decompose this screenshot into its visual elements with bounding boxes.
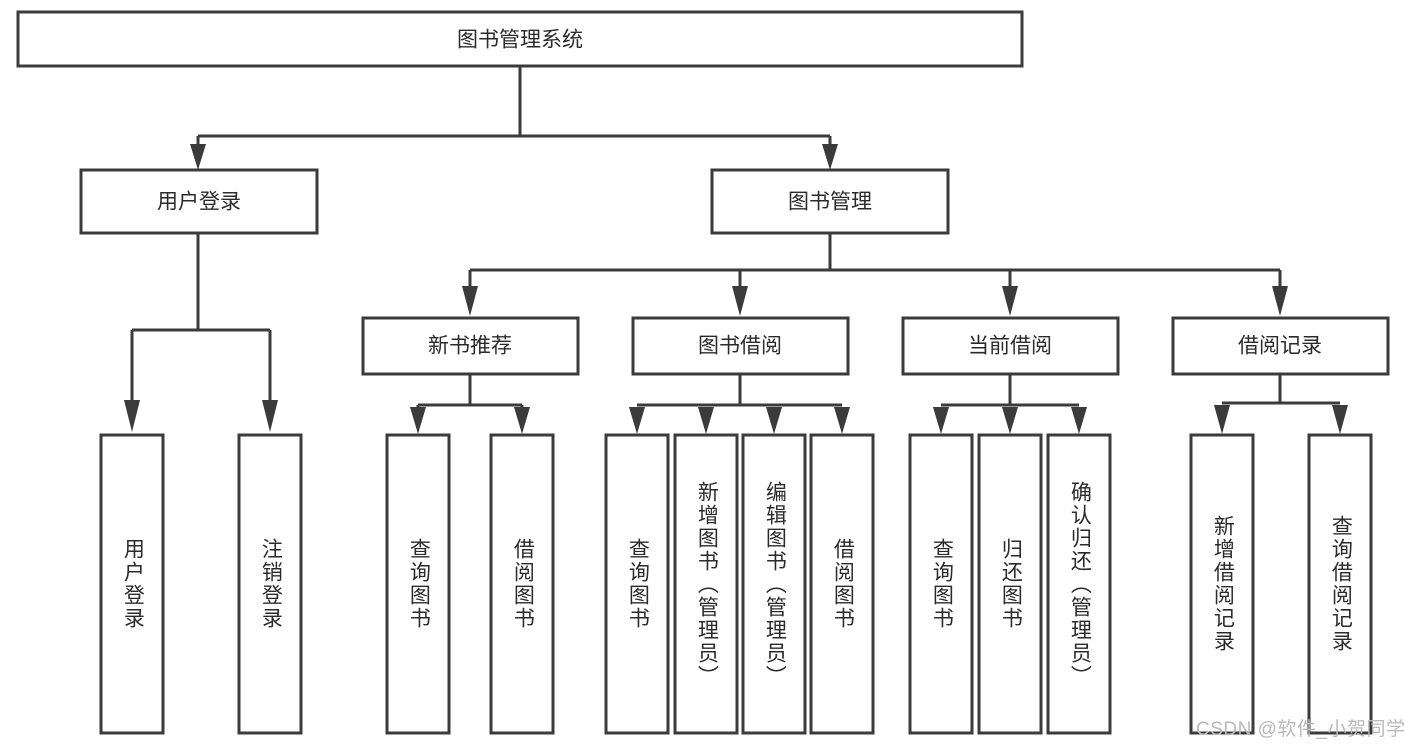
node-book-borrow[interactable]: 图书借阅	[631, 316, 850, 376]
node-current-borrow[interactable]: 当前借阅	[901, 316, 1120, 376]
node-leaf-add-record-box[interactable]	[1189, 433, 1255, 735]
node-leaf-borrow-book-2-box[interactable]	[809, 433, 875, 735]
arrow-head-icon-borrow-2	[698, 407, 714, 434]
node-leaf-confirm-return-box[interactable]	[1046, 433, 1112, 735]
node-root-label: 图书管理系统	[457, 29, 583, 52]
arrow-head-icon-borrow-3	[766, 407, 782, 434]
arrow-head-icon-current-3	[1071, 407, 1087, 434]
connector-group-new-book	[410, 374, 530, 434]
connector-group-root	[190, 66, 838, 170]
node-leaf-query-book-3-box[interactable]	[908, 433, 974, 735]
node-leaf-borrow-book-1-box[interactable]	[489, 433, 555, 735]
node-new-book-recommend[interactable]: 新书推荐	[361, 316, 580, 376]
node-user-login-box[interactable]	[79, 168, 319, 235]
node-book-manage[interactable]: 图书管理	[710, 168, 950, 235]
node-book-borrow-label: 图书借阅	[698, 335, 782, 358]
connector-group-user-login	[124, 233, 278, 432]
node-current-borrow-box[interactable]	[901, 316, 1120, 376]
arrow-head-icon-records-2	[1332, 405, 1348, 434]
node-new-book-recommend-label: 新书推荐	[428, 335, 512, 358]
node-book-manage-box[interactable]	[710, 168, 950, 235]
watermark-label: CSDN @软件_小贺同学	[1196, 719, 1405, 740]
arrow-head-icon-borrow-1	[629, 407, 645, 434]
arrow-head-icon-root-2	[822, 144, 838, 170]
node-leaf-user-login-box[interactable]	[99, 433, 165, 735]
arrow-head-icon-records-1	[1214, 405, 1230, 434]
node-leaf-add-book-box[interactable]	[673, 433, 739, 735]
arrow-head-icon-newbook-2	[514, 407, 530, 434]
node-leaf-query-book-1-box[interactable]	[385, 433, 451, 735]
arrow-head-icon-root-1	[190, 144, 206, 170]
node-book-borrow-box[interactable]	[631, 316, 850, 376]
arrow-head-icon-bookmanage-4	[1272, 286, 1288, 316]
arrow-head-icon-current-1	[933, 407, 949, 434]
node-borrow-records-label: 借阅记录	[1238, 335, 1322, 358]
node-borrow-records-box[interactable]	[1171, 316, 1390, 376]
arrow-head-icon-userlogin-2	[262, 400, 278, 432]
node-borrow-records[interactable]: 借阅记录	[1171, 316, 1390, 376]
node-user-login-label: 用户登录	[157, 191, 241, 214]
arrow-head-icon-borrow-4	[834, 407, 850, 434]
node-leaf-logout-box[interactable]	[237, 433, 303, 735]
node-root-box[interactable]	[16, 10, 1024, 68]
node-book-manage-label: 图书管理	[788, 191, 872, 214]
node-new-book-recommend-box[interactable]	[361, 316, 580, 376]
connector-group-book-manage	[462, 233, 1288, 316]
node-root[interactable]: 图书管理系统	[16, 10, 1024, 68]
node-leaf-return-book-box[interactable]	[977, 433, 1043, 735]
node-leaf-query-book-2-box[interactable]	[604, 433, 670, 735]
node-leaf-edit-book-box[interactable]	[741, 433, 807, 735]
node-leaf-query-record-box[interactable]	[1307, 433, 1373, 735]
connector-group-borrow	[629, 374, 850, 434]
connector-group-current	[933, 374, 1087, 434]
arrow-head-icon-userlogin-1	[124, 400, 140, 432]
node-current-borrow-label: 当前借阅	[968, 335, 1052, 358]
arrow-head-icon-bookmanage-3	[1002, 286, 1018, 316]
arrow-head-icon-bookmanage-1	[462, 286, 478, 316]
arrow-head-icon-current-2	[1002, 407, 1018, 434]
node-user-login[interactable]: 用户登录	[79, 168, 319, 235]
arrow-head-icon-newbook-1	[410, 407, 426, 434]
arrow-head-icon-bookmanage-2	[732, 286, 748, 316]
connector-group-records	[1214, 374, 1348, 434]
